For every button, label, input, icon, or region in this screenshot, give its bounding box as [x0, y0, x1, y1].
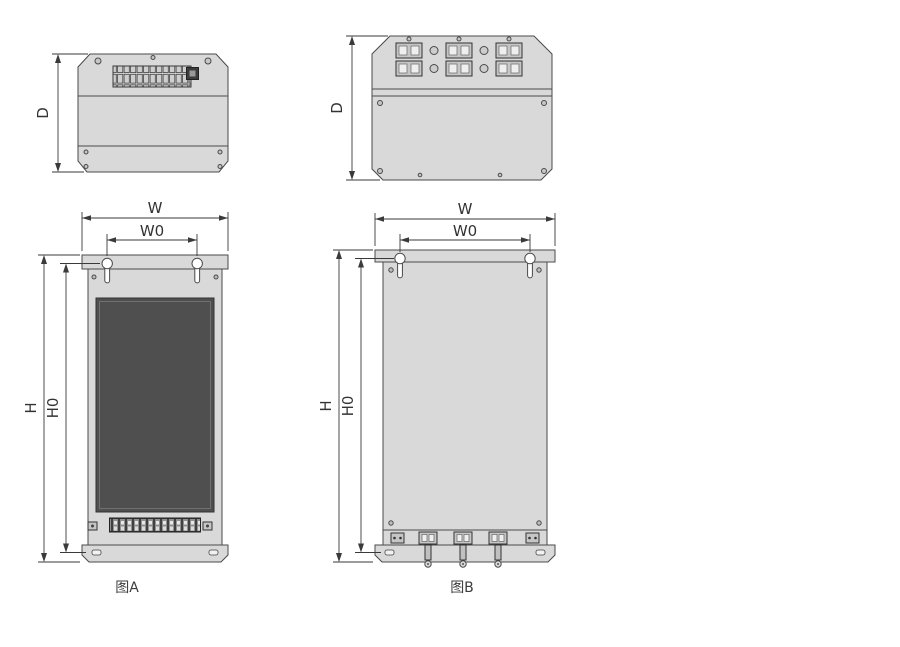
screw-icon [388, 267, 394, 273]
dimension-w-a: W [81, 199, 229, 251]
mounting-slot [91, 549, 102, 556]
dimension-w0-b: W0 [399, 222, 531, 252]
terminal-strip-bottom [109, 517, 201, 533]
terminal-blocks-row2 [395, 60, 523, 77]
dim-label-h0-a: H0 [44, 398, 62, 419]
screw-icon [429, 46, 439, 55]
dimension-h-a: H [22, 254, 80, 563]
front-panel [95, 297, 215, 513]
dimension-h0-b: H0 [339, 258, 394, 553]
dim-label-w-b: W [458, 200, 473, 218]
mounting-slot [384, 549, 395, 556]
screw-icon [94, 57, 102, 65]
dim-label-h0-b: H0 [339, 396, 357, 417]
terminal-stud-blocks [418, 531, 508, 545]
device-b-body [382, 261, 548, 546]
dim-label-w-a: W [148, 199, 163, 217]
dimension-h-b: H [317, 249, 373, 563]
screw-icon [479, 64, 489, 73]
figure-b-caption: 图B [450, 580, 474, 596]
screw-icon [536, 267, 542, 273]
figure-b-front-view [374, 249, 556, 568]
dim-label-w0-b: W0 [453, 222, 477, 240]
terminal-blocks-row1 [395, 42, 523, 59]
dim-label-h-b: H [317, 400, 335, 411]
screw-icon [91, 274, 97, 280]
screw-icon [388, 520, 394, 526]
figure-a-caption: 图A [115, 580, 139, 596]
dimension-w-b: W [374, 200, 556, 246]
keyhole-left [394, 252, 406, 279]
dimension-d-a: D [34, 53, 88, 173]
screw-icon [536, 520, 542, 526]
mounting-slot [208, 549, 219, 556]
dimension-d-b: D [328, 35, 388, 181]
dim-label-d-b: D [328, 102, 346, 114]
terminal-studs [424, 544, 502, 568]
figure-b-top-view [371, 35, 553, 181]
keyhole-right [524, 252, 536, 279]
dim-label-h-a: H [22, 402, 40, 413]
figure-a-front-view [81, 254, 229, 563]
keyhole-left [101, 257, 113, 284]
dim-label-d-a: D [34, 107, 52, 119]
screw-icon [429, 64, 439, 73]
dimension-w0-a: W0 [106, 222, 198, 256]
mounting-slot [535, 549, 546, 556]
figure-a-top-view [77, 53, 229, 173]
keyhole-right [191, 257, 203, 284]
mounting-flange-bottom [81, 544, 229, 563]
dim-label-w0-a: W0 [140, 222, 164, 240]
screw-icon [204, 57, 212, 65]
screw-icon [213, 274, 219, 280]
dimension-h0-a: H0 [44, 263, 100, 553]
terminal-strip [112, 65, 192, 88]
screw-icon [479, 46, 489, 55]
